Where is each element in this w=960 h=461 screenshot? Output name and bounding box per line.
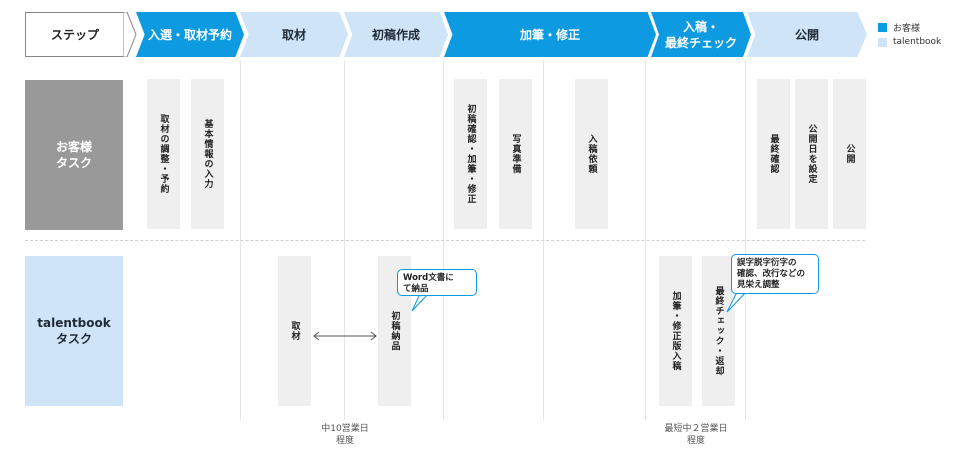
duration-note-final: 最短中２営業日 程度: [648, 423, 744, 447]
duration-note-line: 程度: [686, 436, 705, 446]
row-divider: [25, 240, 865, 241]
double-arrow-icon: [313, 331, 377, 341]
customer-task-submission-request: 入稿依頼: [575, 79, 608, 229]
customer-row-label-1: お客様: [55, 140, 92, 154]
customer-task-photo-prep: 写真準備: [499, 79, 532, 229]
customer-task-label: 取材の調整・予約: [158, 114, 169, 194]
step-interview-label: 取材: [281, 27, 306, 42]
customer-task-arrange-interview: 取材の調整・予約: [147, 79, 180, 229]
customer-task-final-review: 最終確認: [757, 79, 790, 229]
legend-customer-swatch: [878, 23, 887, 32]
customer-task-label: 公開日を設定: [806, 124, 817, 184]
customer-row-label-2: タスク: [55, 156, 92, 170]
step-publish: 公開: [747, 12, 867, 57]
duration-note-line: 中10営業日: [321, 424, 369, 434]
customer-task-label: 写真準備: [510, 134, 521, 174]
customer-task-label: 公開: [844, 144, 855, 164]
customer-task-label: 最終確認: [768, 134, 779, 174]
customer-task-set-publish-date: 公開日を設定: [795, 79, 828, 229]
speech-bubble-proofreading: 誤字脱字衍字の 確認、改行などの 見栄え調整: [731, 254, 819, 294]
step-publish-label: 公開: [794, 27, 819, 42]
customer-task-label: 入稿依頼: [586, 134, 597, 174]
step-revision: 加筆・修正: [444, 12, 656, 57]
customer-task-review-draft: 初稿確認・加筆・修正: [454, 79, 487, 229]
step-selection-booking-label: 入選・取材予約: [147, 27, 232, 42]
legend-talentbook-label: talentbook: [893, 37, 942, 47]
bubble-text: 誤字脱字衍字の: [737, 258, 797, 268]
talentbook-task-row-label: talentbook タスク: [25, 256, 123, 406]
step-first-draft-label: 初稿作成: [371, 27, 420, 42]
customer-task-publish: 公開: [833, 79, 866, 229]
bubble-tail-icon: [411, 293, 430, 312]
duration-note-line: 最短中２営業日: [664, 424, 728, 434]
step-final-check-label-2: 最終チェック: [664, 35, 737, 50]
step-selection-booking: 入選・取材予約: [136, 12, 244, 57]
step-final-check-label-1: 入稿・: [682, 19, 719, 34]
legend-talentbook: talentbook: [878, 37, 941, 47]
talentbook-row-label-1: talentbook: [37, 316, 111, 330]
duration-note-draft: 中10営業日 程度: [300, 423, 390, 447]
legend-talentbook-swatch: [878, 37, 887, 47]
step-header-arrow: [123, 12, 137, 57]
speech-bubble-word-delivery: Word文書に て納品: [397, 269, 477, 296]
bubble-text: Word文書に: [403, 273, 454, 283]
bubble-text: 確認、改行などの: [737, 269, 806, 279]
customer-task-row-label: お客様 タスク: [25, 80, 123, 230]
customer-task-label: 初稿確認・加筆・修正: [465, 104, 476, 204]
step-first-draft: 初稿作成: [344, 12, 448, 57]
tb-task-final-check-return: 最終チェック・返却: [702, 256, 735, 406]
customer-task-basic-info: 基本情報の入力: [191, 79, 224, 229]
step-header-label: ステップ: [50, 27, 99, 42]
tb-task-label: 初稿納品: [389, 311, 400, 351]
legend-customer-label: お客様: [893, 24, 921, 34]
customer-task-label: 基本情報の入力: [202, 119, 213, 189]
duration-note-line: 程度: [335, 436, 354, 446]
step-interview: 取材: [240, 12, 348, 57]
talentbook-row-label-2: タスク: [55, 332, 92, 346]
bubble-text: 見栄え調整: [737, 280, 780, 290]
tb-task-label: 加筆・修正版入稿: [670, 291, 681, 371]
step-header: ステップ: [25, 12, 125, 57]
tb-task-label: 最終チェック・返却: [713, 286, 724, 376]
tb-task-label: 取材: [289, 321, 300, 341]
step-final-check: 入稿・ 最終チェック: [651, 12, 751, 57]
bubble-text: て納品: [403, 284, 429, 294]
step-revision-label: 加筆・修正: [519, 27, 580, 42]
tb-task-revised-submission: 加筆・修正版入稿: [659, 256, 692, 406]
tb-task-interview: 取材: [278, 256, 311, 406]
legend-customer: お客様: [878, 21, 920, 34]
